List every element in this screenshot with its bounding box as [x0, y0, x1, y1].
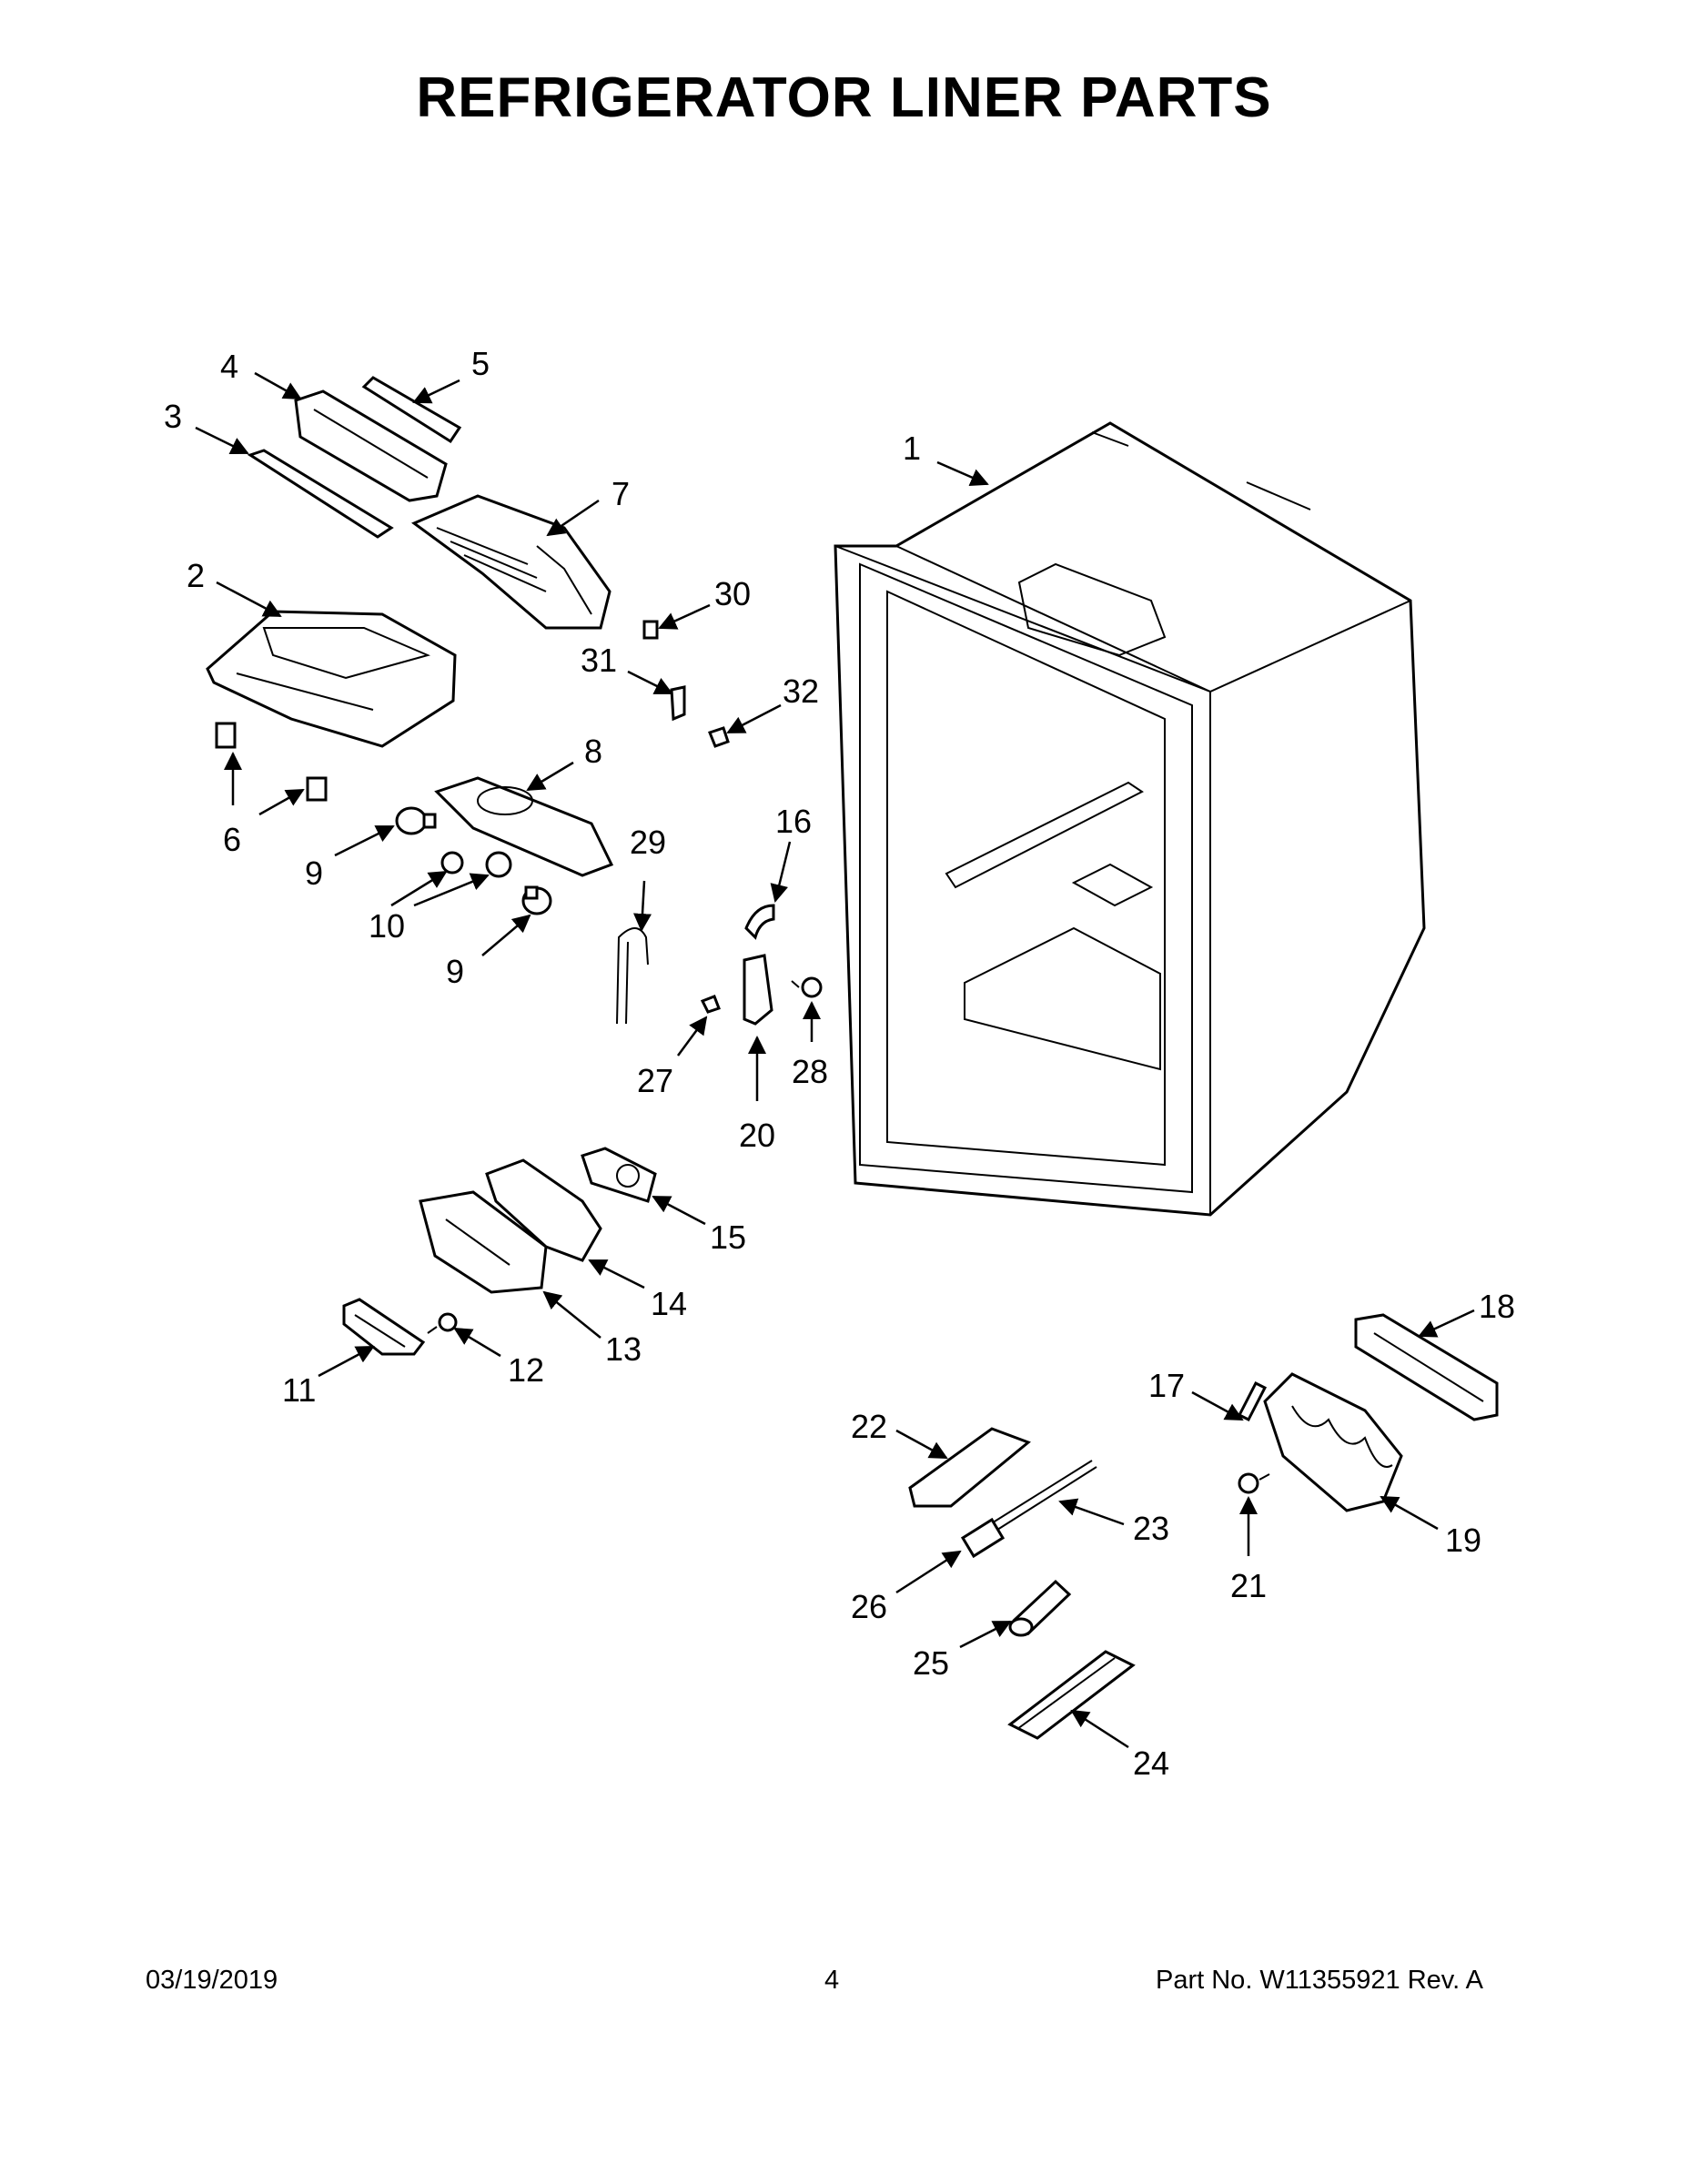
- grille-part-11: [342, 1298, 426, 1356]
- control-bracket-part-4: [294, 389, 448, 502]
- callout-3: 3: [164, 398, 182, 435]
- air-diffuser-part-7: [410, 494, 612, 630]
- connector-part-26: [960, 1517, 1006, 1559]
- callout-29: 29: [630, 824, 666, 861]
- wire-harness-part-29: [616, 927, 649, 1025]
- tube-part-23: [982, 1460, 1097, 1537]
- callout-10a: 10: [369, 907, 405, 945]
- callout-labels: 1 2 3 4 5 6 7 8 9 9 10 10 11 12 13 14 15…: [164, 345, 1515, 1782]
- liner-part-1: [834, 421, 1426, 1217]
- callout-4: 4: [220, 348, 238, 385]
- callout-7: 7: [612, 475, 630, 512]
- callout-13: 13: [605, 1330, 642, 1368]
- callout-16: 16: [775, 803, 812, 840]
- bracket-part-22: [908, 1427, 1031, 1508]
- callout-9a: 9: [305, 854, 323, 892]
- channel-part-24: [1007, 1650, 1136, 1740]
- cap-part-25: [1008, 1579, 1072, 1637]
- heater-part-19: [1263, 1372, 1403, 1512]
- callout-23: 23: [1133, 1510, 1169, 1547]
- screw-part-28: [791, 976, 823, 998]
- light-bulb-part-9: [395, 806, 552, 915]
- leader-lines: [195, 371, 1475, 1749]
- sensor-housing-part-20: [743, 954, 773, 1026]
- footer-part-number: Part No. W11355921 Rev. A: [1156, 1966, 1484, 1995]
- switch-part-6: [215, 722, 328, 802]
- callout-9b: 9: [446, 953, 464, 990]
- clip-part-32: [708, 726, 730, 748]
- callout-19: 19: [1445, 1522, 1481, 1559]
- callout-21: 21: [1230, 1567, 1267, 1604]
- callout-2: 2: [187, 557, 205, 594]
- lens-part-13: [419, 1190, 548, 1294]
- callout-18: 18: [1479, 1288, 1515, 1325]
- clip-part-30: [642, 620, 659, 640]
- callout-27: 27: [637, 1062, 673, 1099]
- callout-32: 32: [783, 672, 819, 710]
- callout-12: 12: [508, 1351, 544, 1389]
- housing-part-14: [485, 1158, 602, 1262]
- clip-part-27: [700, 995, 721, 1014]
- footer-date: 03/19/2019: [146, 1966, 278, 1995]
- light-housing-part-8: [434, 776, 614, 877]
- callout-26: 26: [851, 1588, 887, 1625]
- callout-22: 22: [851, 1408, 887, 1445]
- callout-5: 5: [471, 345, 490, 382]
- thermistor-cover-part-16: [744, 904, 775, 940]
- callout-20: 20: [739, 1117, 775, 1154]
- page-title: REFRIGERATOR LINER PARTS: [416, 66, 1272, 129]
- screw-part-12: [427, 1312, 458, 1334]
- trim-strip-part-3: [247, 449, 394, 539]
- screw-part-21: [1238, 1472, 1270, 1494]
- callout-17: 17: [1148, 1367, 1185, 1404]
- callout-11: 11: [282, 1371, 316, 1409]
- callout-14: 14: [651, 1285, 687, 1322]
- callout-8: 8: [584, 733, 602, 770]
- callout-15: 15: [710, 1218, 746, 1256]
- callout-31: 31: [581, 642, 617, 679]
- bracket-part-18: [1354, 1313, 1499, 1421]
- callout-6: 6: [223, 821, 241, 858]
- callout-24: 24: [1133, 1744, 1169, 1782]
- callout-30: 30: [714, 575, 751, 612]
- bulb-socket-part-10: [440, 851, 512, 878]
- footer-page-number: 4: [824, 1966, 840, 1995]
- light-cover-part-2: [206, 610, 457, 748]
- module-part-15: [581, 1147, 657, 1203]
- control-board-part-5: [361, 376, 462, 444]
- callout-28: 28: [792, 1053, 828, 1090]
- bracket-part-31: [670, 685, 686, 722]
- sensor-part-17: [1237, 1380, 1268, 1422]
- callout-1: 1: [903, 430, 921, 467]
- callout-25: 25: [913, 1644, 949, 1682]
